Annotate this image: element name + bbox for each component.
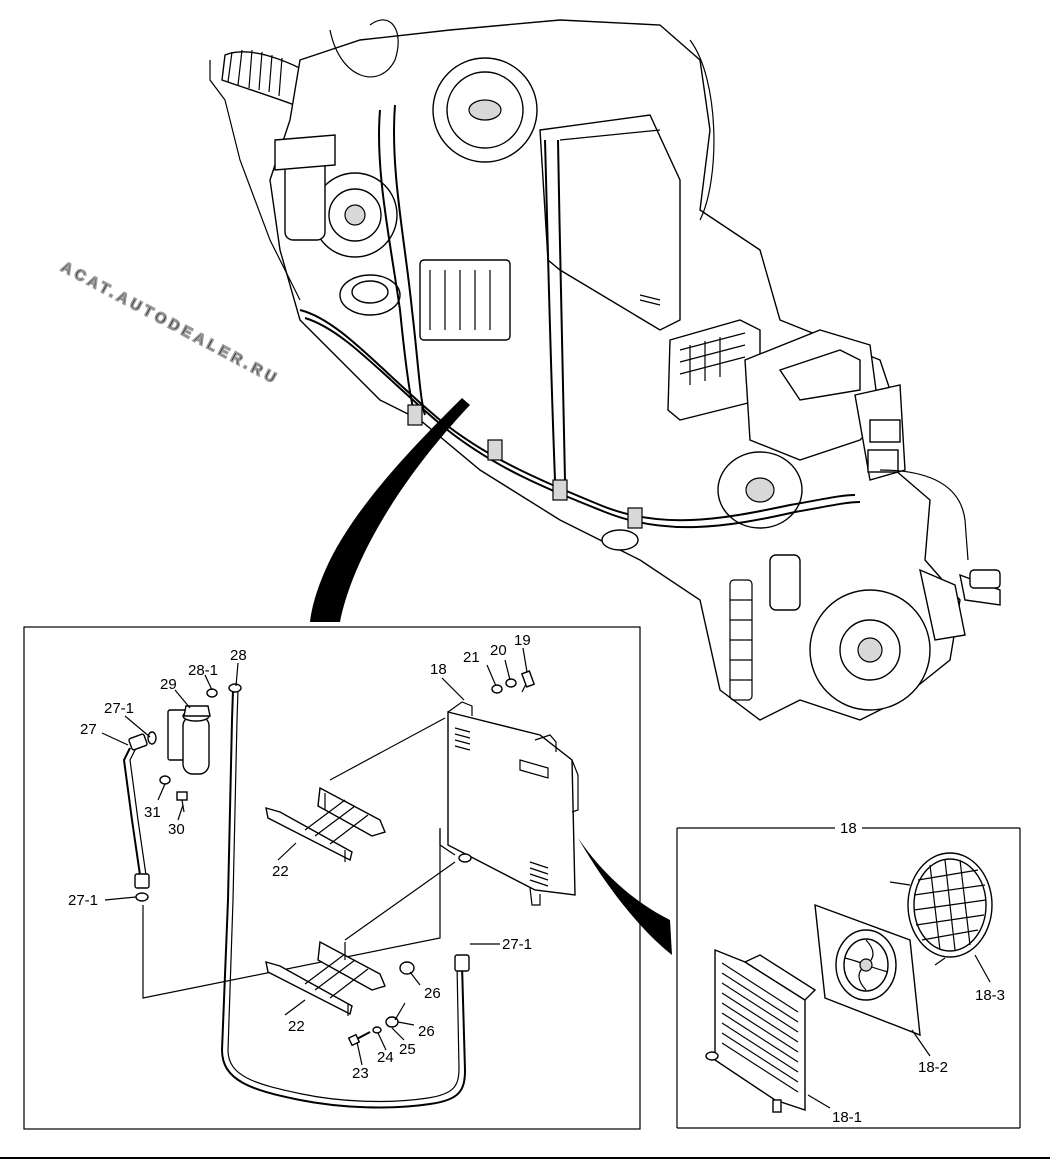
callout-29: 29 [160,676,177,693]
callout-27-1-upper: 27-1 [104,700,134,717]
callout-labels-right: 18 18-1 18-2 18-3 [832,820,1005,1126]
callout-27-1-right: 27-1 [502,936,532,953]
callout-31: 31 [144,804,161,821]
callout-30: 30 [168,821,185,838]
callout-21: 21 [463,649,480,666]
leader-lines-right [807,954,991,1109]
callout-26-upper: 26 [424,985,441,1002]
callout-28: 28 [230,647,247,664]
callout-26-lower: 26 [418,1023,435,1040]
watermark-text: ACAT.AUTODEALER.RU [58,259,282,389]
inset-right-parts [705,852,993,1113]
callout-27: 27 [80,721,97,738]
leader-lines-left [101,647,528,1066]
detail-pointer-condenser [578,838,672,955]
callout-18: 18 [430,661,447,678]
callout-25: 25 [399,1041,416,1058]
callout-27-1-left: 27-1 [68,892,98,909]
inset-left-parts [122,670,579,1109]
callout-labels-left: 18 19 20 21 22 22 23 24 25 26 26 27 27-1… [68,632,532,1082]
callout-23: 23 [352,1065,369,1082]
inset-box-right [676,827,1021,1129]
callout-22-upper: 22 [272,863,289,880]
engine-assembly-drawing [209,19,1001,721]
callout-22-lower: 22 [288,1018,305,1035]
callout-19: 19 [514,632,531,649]
callout-18-3: 18-3 [975,987,1005,1004]
callout-24: 24 [377,1049,394,1066]
callout-28-1: 28-1 [188,662,218,679]
callout-20: 20 [490,642,507,659]
detail-pointer-engine [310,398,470,622]
callout-18-assembly: 18 [840,820,857,837]
callout-18-2: 18-2 [918,1059,948,1076]
callout-18-1: 18-1 [832,1109,862,1126]
